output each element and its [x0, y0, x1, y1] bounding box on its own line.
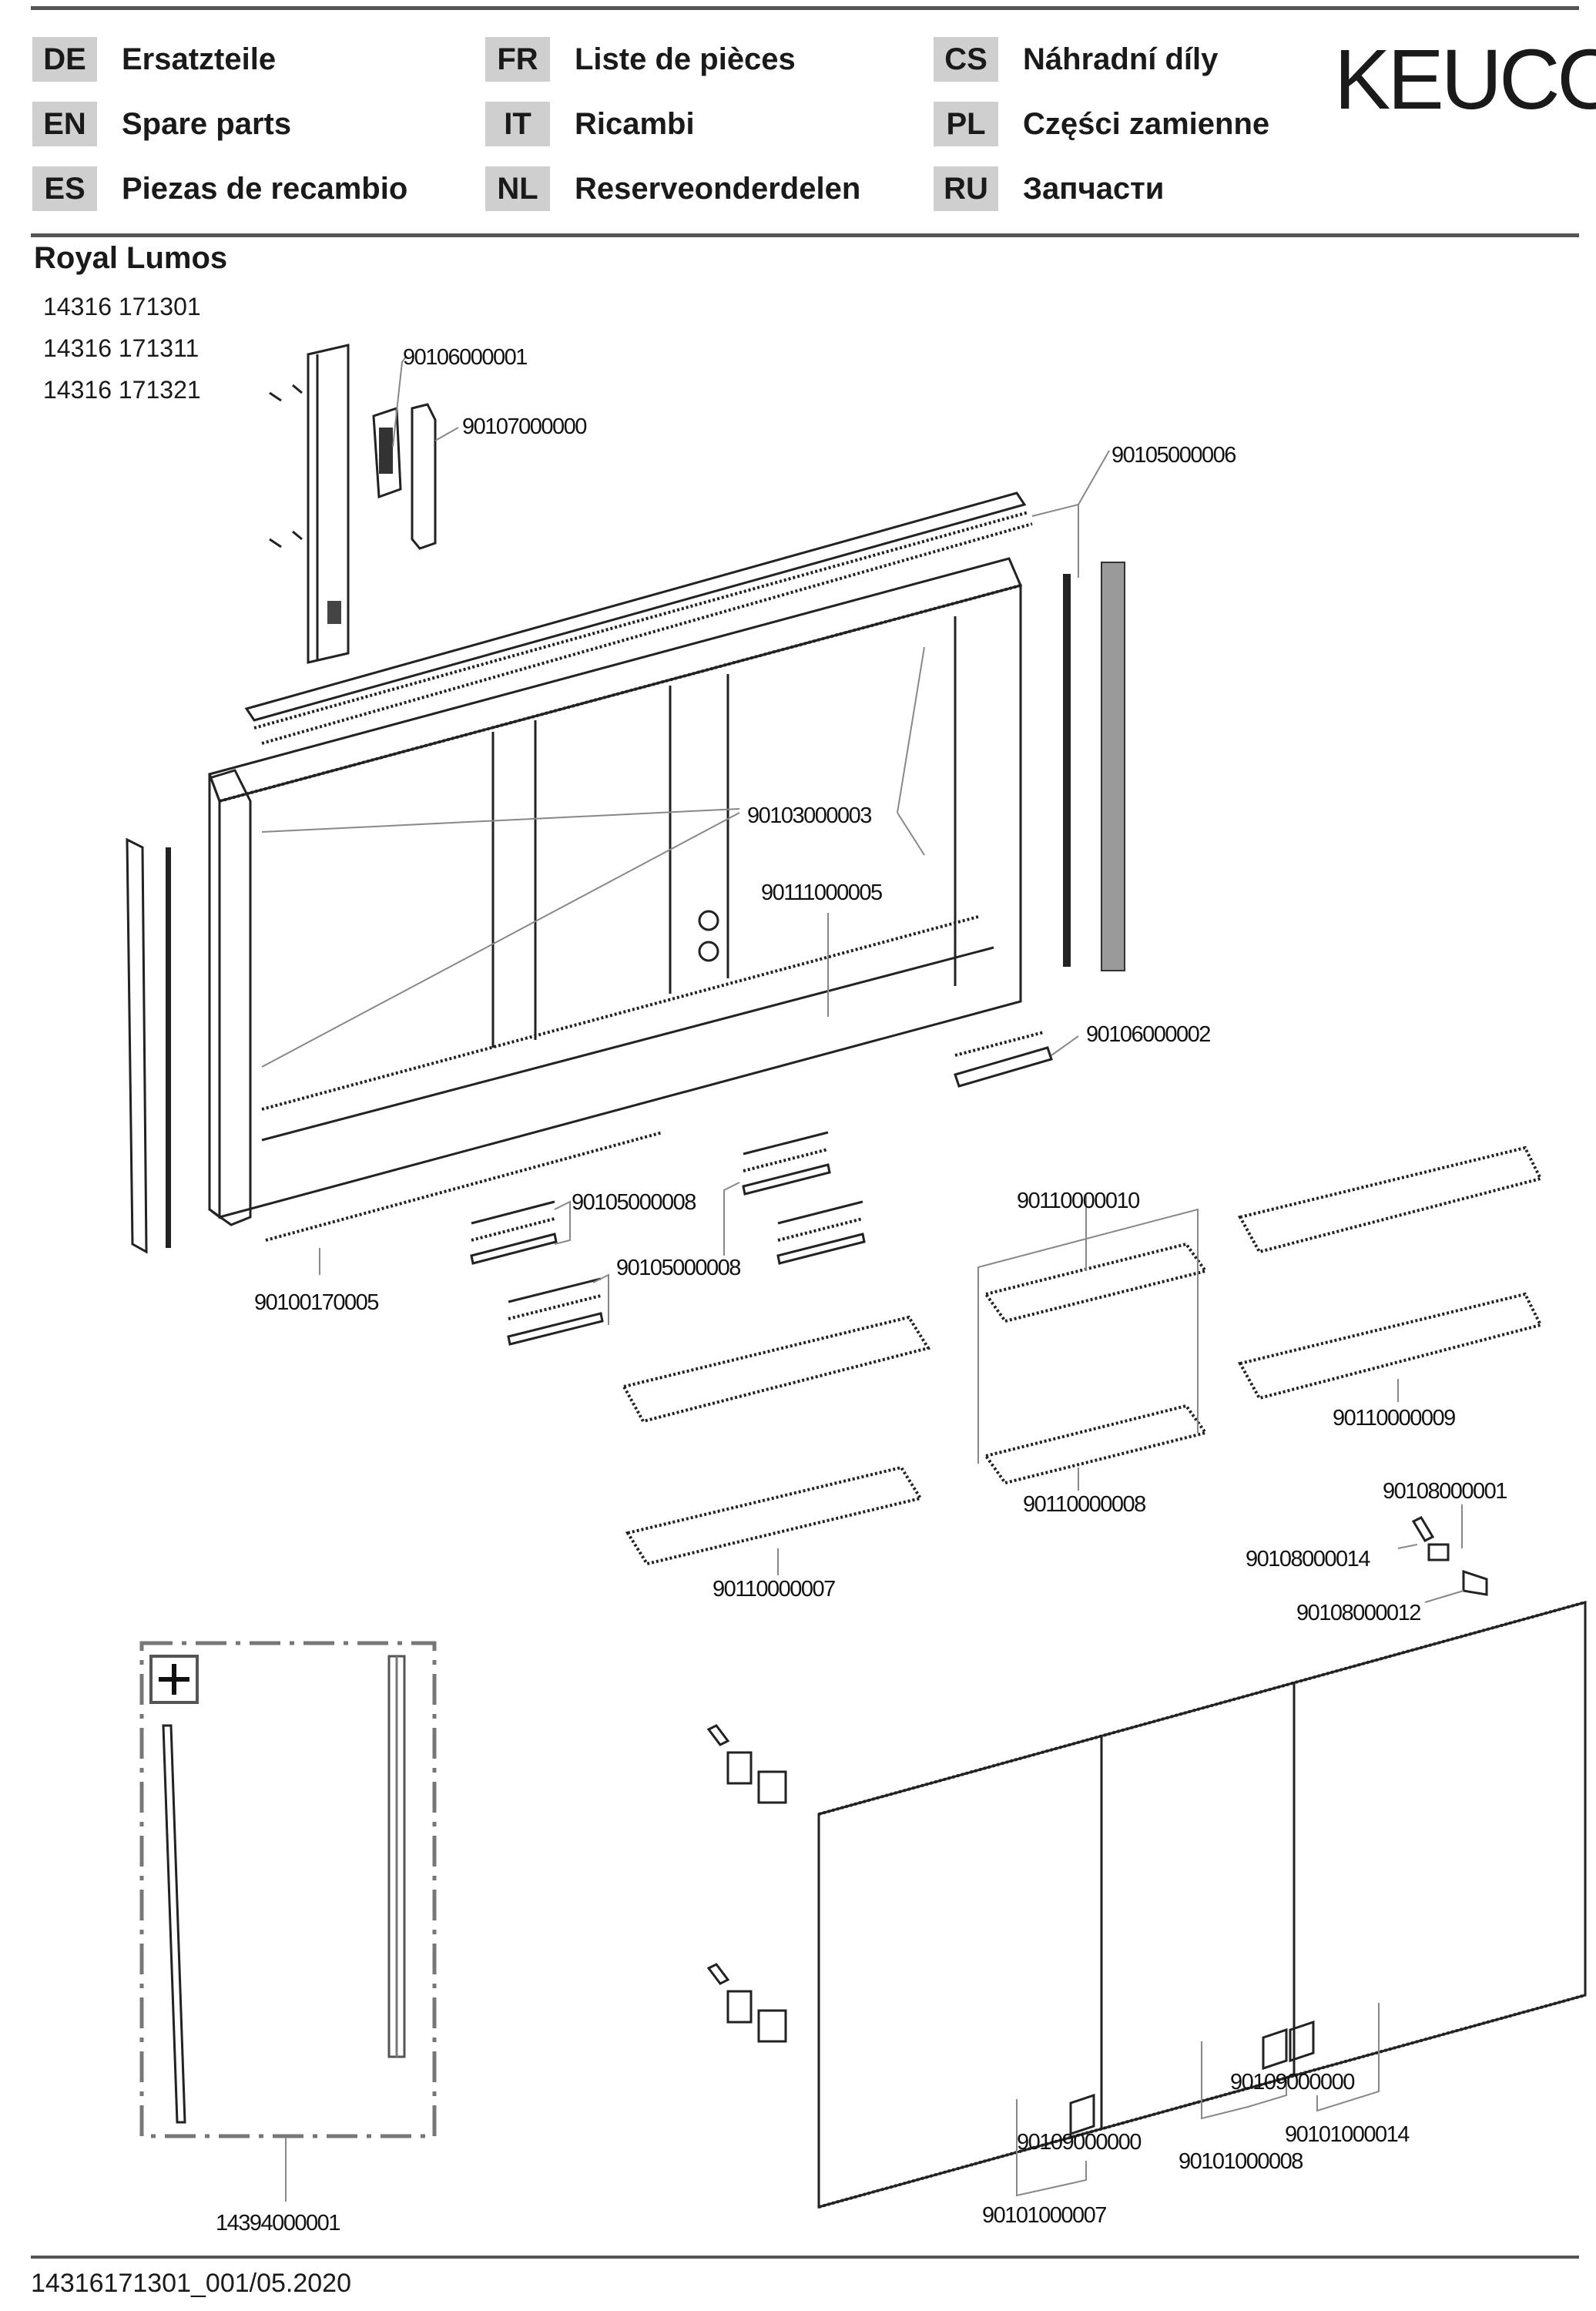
lang-label: Piezas de recambio — [122, 171, 408, 206]
part-number-label: 90101000008 — [1179, 2149, 1303, 2174]
lang-label: Ersatzteile — [122, 42, 277, 76]
part-number-label: 90108000012 — [1296, 1601, 1420, 1625]
lang-code: CS — [934, 37, 998, 82]
part-number-label: 90110000009 — [1333, 1406, 1455, 1431]
part-number-label: 90109000000 — [1230, 2070, 1354, 2095]
lang-code: PL — [934, 102, 998, 146]
part-number-label: 90106000001 — [403, 345, 527, 370]
brand-logo: KEUCO — [1334, 32, 1596, 127]
product-title: Royal Lumos — [34, 241, 228, 275]
part-number-label: 90108000001 — [1383, 1479, 1507, 1504]
cabinet-body-part — [208, 557, 1023, 1226]
part-number-label: 90110000007 — [712, 1577, 835, 1602]
part-number-label: 14394000001 — [216, 2211, 340, 2236]
header-bottom-rule — [31, 233, 1579, 237]
lang-label: Запчасти — [1023, 171, 1165, 206]
lang-label: Náhradní díly — [1023, 42, 1219, 76]
lang-label: Spare parts — [122, 106, 292, 141]
control-panel-part — [269, 344, 350, 664]
lang-en: EN Spare parts — [32, 102, 291, 146]
article-number: 14316 171311 — [43, 334, 200, 362]
part-number-label: 90108000014 — [1246, 1547, 1370, 1571]
lang-de: DE Ersatzteile — [32, 37, 276, 82]
door-handle-part — [1069, 2020, 1315, 2136]
accessory-profile-part — [162, 1655, 406, 2124]
top-rule — [31, 6, 1579, 10]
lang-code: FR — [485, 37, 550, 82]
bottom-profile-part — [265, 1131, 663, 1242]
lang-code: NL — [485, 166, 550, 211]
part-number-label: 90107000000 — [462, 414, 586, 439]
article-number: 14316 171301 — [43, 293, 201, 320]
article-number: 14316 171321 — [43, 376, 201, 404]
lang-it: IT Ricambi — [485, 102, 695, 146]
part-number-label: 90105000006 — [1112, 443, 1236, 468]
plus-icon — [149, 1655, 199, 1704]
part-number-label: 90109000000 — [1017, 2130, 1141, 2155]
lang-pl: PL Części zamienne — [934, 102, 1269, 146]
lang-label: Reserveonderdelen — [575, 171, 861, 206]
lang-nl: NL Reserveonderdelen — [485, 166, 860, 211]
control-unit-part — [372, 406, 402, 499]
lang-code: RU — [934, 166, 998, 211]
lang-label: Części zamienne — [1023, 106, 1270, 141]
lang-fr: FR Liste de pièces — [485, 37, 796, 82]
door-hinge-part — [706, 1724, 787, 2043]
part-number-label: 90105000008 — [572, 1190, 696, 1215]
part-number-label: 90101000014 — [1285, 2122, 1410, 2147]
lang-label: Liste de pièces — [575, 42, 796, 76]
document-code: 14316171301_001/05.2020 — [31, 2269, 351, 2298]
lang-label: Ricambi — [575, 106, 695, 141]
part-number-label: 90110000010 — [1017, 1189, 1139, 1213]
leader-lines — [261, 355, 1464, 2202]
profile-set-part — [470, 1131, 866, 1346]
part-number-label: 90105000008 — [616, 1256, 740, 1280]
part-number-label: 90110000008 — [1023, 1492, 1145, 1517]
socket-strip-part — [954, 1031, 1053, 1088]
lang-code: ES — [32, 166, 97, 211]
part-number-label: 90100170005 — [254, 1290, 378, 1315]
part-number-label: 90103000003 — [747, 803, 871, 828]
side-profile-left-part — [126, 837, 171, 1254]
part-number-label: 90111000005 — [761, 880, 882, 905]
part-number-label: 90106000002 — [1086, 1022, 1210, 1047]
hinge-part — [1411, 1516, 1488, 1596]
footer-rule — [31, 2256, 1579, 2259]
accessory-box-frame — [139, 1641, 437, 2138]
lang-code: EN — [32, 102, 97, 146]
lang-code: IT — [485, 102, 550, 146]
lang-cs: CS Náhradní díly — [934, 37, 1218, 82]
lang-ru: RU Запчасти — [934, 166, 1164, 211]
shelf-part — [621, 1145, 1543, 1566]
top-rail-part — [244, 491, 1033, 745]
cover-strip-part — [411, 403, 437, 550]
side-profile-right-part — [1063, 562, 1125, 971]
lang-code: DE — [32, 37, 97, 82]
part-number-label: 90101000007 — [982, 2203, 1106, 2228]
lang-es: ES Piezas de recambio — [32, 166, 407, 211]
